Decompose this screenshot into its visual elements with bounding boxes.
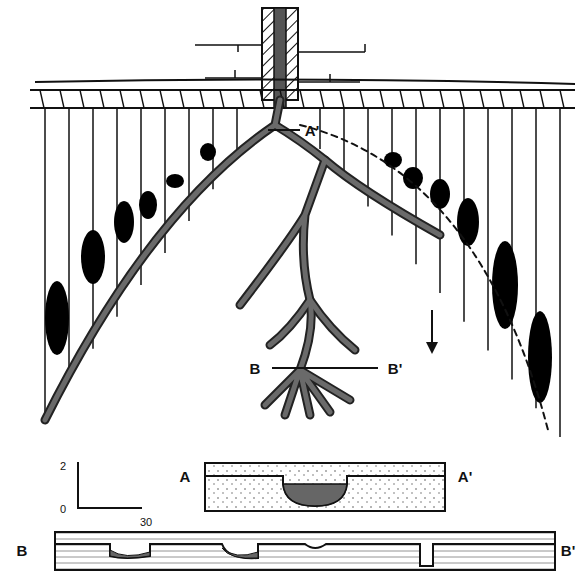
section-label: A' xyxy=(305,123,319,138)
band-tick xyxy=(220,90,224,108)
slump-block xyxy=(403,167,423,189)
section-label: A xyxy=(180,469,191,484)
band-tick xyxy=(360,90,364,108)
band-tick xyxy=(60,90,64,108)
slump-block xyxy=(45,281,69,355)
band-tick xyxy=(460,90,464,108)
band-tick xyxy=(100,90,104,108)
band-tick xyxy=(240,90,244,108)
band-tick xyxy=(500,90,504,108)
band-tick xyxy=(400,90,404,108)
slump-block xyxy=(166,174,184,188)
band-tick xyxy=(40,90,44,108)
band-tick xyxy=(380,90,384,108)
band-tick xyxy=(180,90,184,108)
band-tick xyxy=(120,90,124,108)
crack-line xyxy=(487,108,489,351)
section-label: B' xyxy=(388,361,402,376)
crack-line xyxy=(559,108,561,437)
slump-block xyxy=(457,198,479,246)
band-tick xyxy=(520,90,524,108)
band-tick xyxy=(300,90,304,108)
section-label: 2 xyxy=(60,461,66,472)
band-tick xyxy=(80,90,84,108)
slump-block xyxy=(114,201,134,243)
section-label: B xyxy=(250,361,261,376)
band-tick xyxy=(160,90,164,108)
crack-line xyxy=(343,108,345,178)
slump-block xyxy=(384,152,402,168)
section-label: B xyxy=(17,543,28,558)
band-tick xyxy=(140,90,144,108)
band-tick xyxy=(540,90,544,108)
slump-block xyxy=(430,179,450,209)
band-tick xyxy=(260,90,264,108)
section-label: A' xyxy=(458,469,472,484)
crack-line xyxy=(319,108,321,149)
slump-block xyxy=(492,241,518,329)
section-label: 0 xyxy=(60,504,66,515)
crack-line xyxy=(92,108,94,349)
crack-line xyxy=(391,108,393,235)
slump-block xyxy=(139,191,157,219)
band-tick xyxy=(420,90,424,108)
crack-line xyxy=(511,108,513,379)
band-tick xyxy=(320,90,324,108)
crack-line xyxy=(44,108,46,413)
band-tick xyxy=(340,90,344,108)
band-tick xyxy=(440,90,444,108)
band-tick xyxy=(560,90,564,108)
section-label: B' xyxy=(561,543,575,558)
section-label: 30 xyxy=(140,517,152,528)
slump-block xyxy=(81,230,105,284)
crack-line xyxy=(68,108,70,381)
band-tick xyxy=(480,90,484,108)
slump-block xyxy=(200,143,216,161)
band-tick xyxy=(200,90,204,108)
slump-block xyxy=(528,311,552,403)
